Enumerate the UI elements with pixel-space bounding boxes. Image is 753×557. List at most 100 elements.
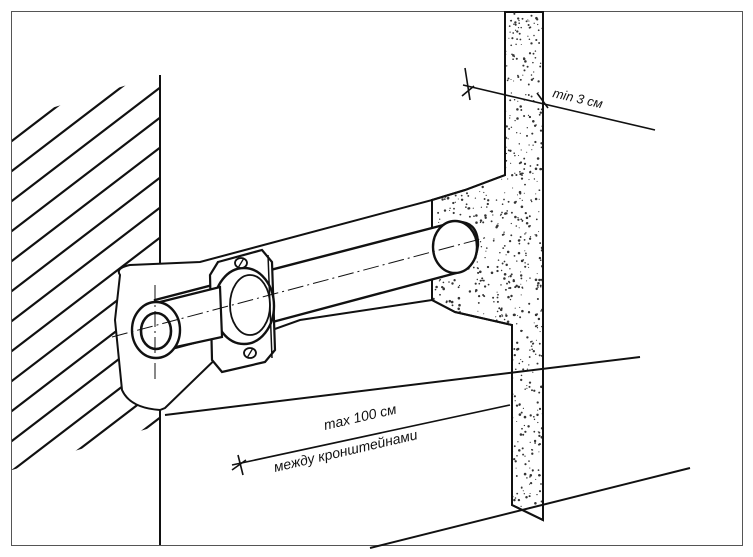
stipple-dot — [529, 476, 531, 478]
stipple-dot — [443, 160, 445, 162]
stipple-dot — [483, 162, 486, 165]
stipple-dot — [493, 300, 495, 303]
stipple-dot — [446, 487, 450, 490]
stipple-dot — [500, 68, 503, 71]
stipple-dot — [502, 247, 505, 250]
stipple-dot — [515, 57, 518, 60]
stipple-dot — [454, 336, 456, 339]
stipple-dot — [444, 503, 447, 507]
stipple-dot — [527, 94, 530, 96]
stipple-dot — [530, 199, 532, 201]
stipple-dot — [517, 100, 519, 102]
stipple-dot — [513, 395, 516, 398]
stipple-dot — [516, 347, 520, 351]
stipple-dot — [476, 122, 480, 125]
stipple-dot — [484, 83, 487, 86]
stipple-dot — [513, 445, 516, 448]
stipple-dot — [482, 336, 484, 338]
stipple-dot — [495, 316, 497, 318]
stipple-dot — [466, 448, 469, 451]
stipple-dot — [523, 69, 526, 72]
stipple-dot — [486, 429, 489, 432]
stipple-dot — [441, 317, 444, 320]
stipple-dot — [480, 65, 483, 67]
stipple-dot — [506, 483, 510, 487]
stipple-dot — [530, 345, 533, 347]
stipple-dot — [528, 364, 530, 366]
stipple-dot — [480, 178, 482, 180]
stipple-dot — [481, 486, 483, 488]
stipple-dot — [515, 467, 517, 469]
stipple-dot — [528, 237, 532, 240]
stipple-dot — [448, 401, 450, 404]
stipple-dot — [507, 200, 510, 203]
stipple-dot — [536, 157, 540, 160]
stipple-dot — [495, 199, 498, 201]
stipple-dot — [463, 415, 467, 418]
stipple-dot — [493, 26, 496, 28]
stipple-dot — [538, 342, 541, 345]
stipple-dot — [439, 133, 442, 136]
stipple-dot — [487, 283, 490, 286]
stipple-dot — [529, 165, 532, 167]
stipple-dot — [519, 433, 523, 436]
stipple-dot — [497, 259, 500, 261]
stipple-dot — [491, 446, 494, 449]
stipple-dot — [483, 285, 487, 288]
stipple-dot — [443, 398, 446, 401]
stipple-dot — [483, 360, 485, 362]
stipple-dot — [439, 408, 441, 411]
stipple-dot — [522, 407, 524, 409]
stipple-dot — [537, 92, 539, 93]
stipple-dot — [514, 23, 517, 26]
stipple-dot — [448, 468, 450, 470]
stipple-dot — [537, 286, 539, 288]
max-span-label: max 100 см — [322, 401, 398, 433]
stipple-dot — [488, 37, 491, 39]
stipple-dot — [466, 357, 468, 359]
stipple-dot — [471, 125, 473, 128]
stipple-dot — [464, 390, 466, 393]
stipple-dot — [496, 296, 499, 299]
stipple-dot — [509, 149, 512, 153]
stipple-dot — [509, 477, 511, 480]
stipple-dot — [435, 115, 437, 117]
stipple-dot — [508, 127, 511, 130]
stipple-dot — [486, 202, 489, 206]
stipple-dot — [517, 27, 520, 29]
stipple-dot — [456, 138, 460, 141]
stipple-dot — [460, 161, 463, 164]
stipple-dot — [436, 311, 440, 315]
stipple-dot — [462, 333, 464, 335]
stipple-dot — [488, 94, 492, 97]
stipple-dot — [433, 408, 435, 410]
stipple-dot — [460, 66, 463, 70]
stipple-dot — [487, 514, 490, 516]
stipple-dot — [538, 354, 541, 357]
stipple-dot — [479, 219, 483, 222]
stipple-dot — [475, 221, 478, 224]
stipple-dot — [471, 347, 474, 350]
stipple-dot — [497, 463, 499, 466]
stipple-dot — [466, 57, 470, 60]
stipple-dot — [488, 32, 490, 34]
stipple-dot — [439, 508, 442, 511]
stipple-dot — [528, 460, 530, 462]
stipple-dot — [491, 102, 494, 105]
stipple-dot — [525, 221, 529, 225]
stipple-dot — [446, 142, 448, 145]
stipple-dot — [513, 12, 516, 14]
stipple-dot — [484, 345, 488, 348]
stipple-dot — [453, 207, 455, 210]
stipple-dot — [472, 124, 475, 127]
stipple-dot — [544, 113, 545, 114]
stipple-dot — [442, 492, 445, 495]
stipple-dot — [502, 439, 504, 441]
stipple-dot — [466, 34, 469, 37]
stipple-dot — [528, 495, 531, 498]
stipple-dot — [472, 266, 475, 269]
stipple-dot — [524, 183, 526, 186]
stipple-dot — [532, 120, 535, 123]
stipple-dot — [473, 319, 476, 321]
stipple-dot — [535, 287, 538, 291]
